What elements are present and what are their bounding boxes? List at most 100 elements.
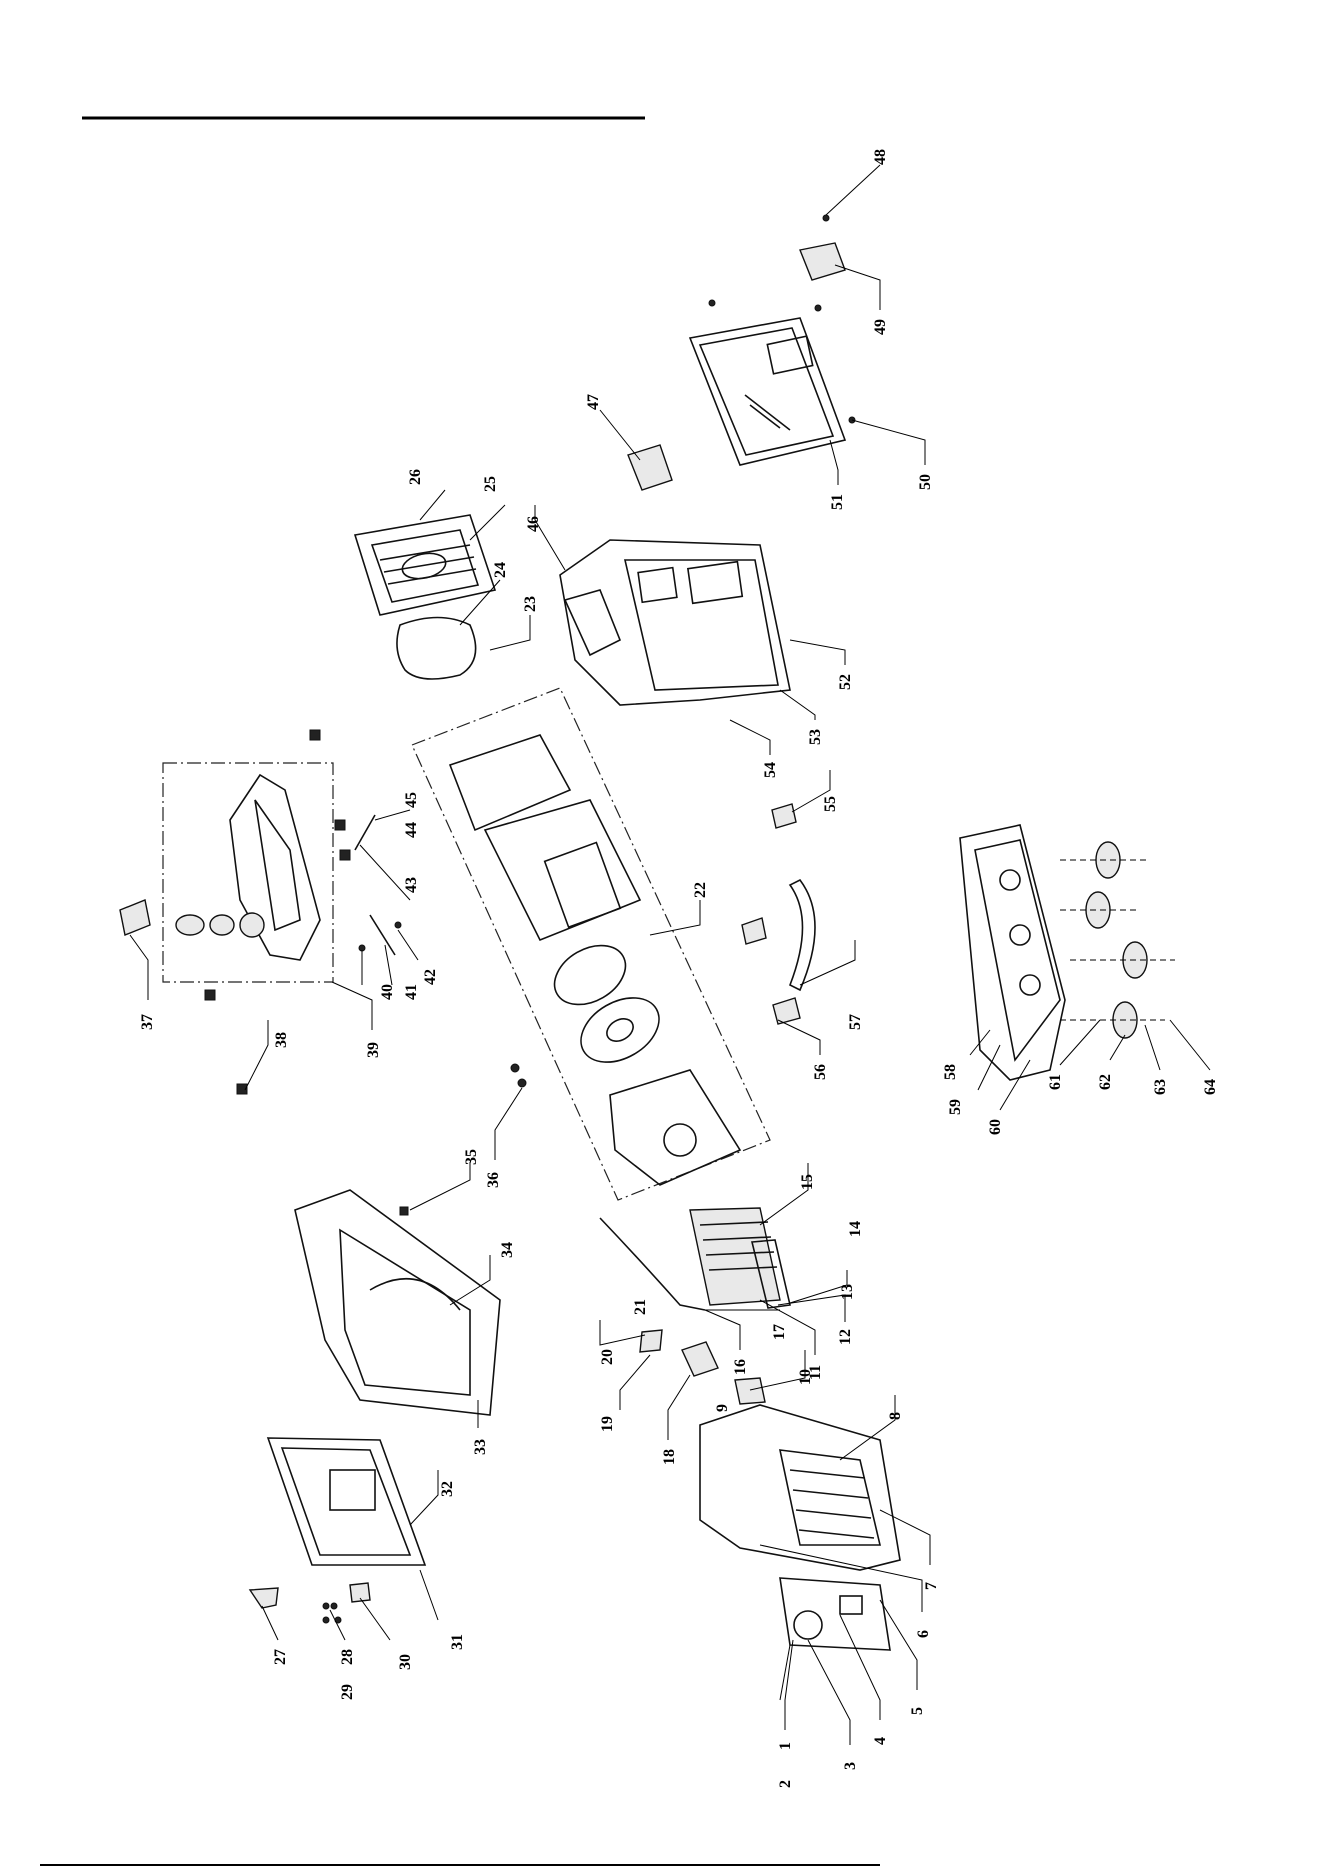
callout-22: 22 (692, 882, 709, 898)
callout-42: 42 (422, 969, 439, 985)
leader-38 (245, 1020, 268, 1090)
tank-clip (335, 820, 345, 830)
inverter-module (690, 1208, 780, 1305)
callout-50: 50 (917, 474, 934, 490)
leader-39 (332, 982, 372, 1030)
control-panel (780, 1578, 890, 1650)
engine-assembly-box (412, 688, 770, 1200)
leader-54 (730, 720, 770, 755)
muffler-gasket (397, 618, 476, 680)
bracket (742, 918, 766, 944)
callout-60: 60 (987, 1119, 1004, 1135)
leader-31 (420, 1570, 438, 1620)
callout-29: 29 (339, 1684, 356, 1700)
leader-35 (410, 1162, 470, 1210)
panel-screw (709, 300, 715, 306)
handle-knob (250, 1588, 278, 1608)
callout-8: 8 (887, 1412, 904, 1420)
callout-57: 57 (847, 1014, 864, 1030)
leader-56 (778, 1020, 820, 1055)
leader-58 (970, 1030, 990, 1055)
callout-25: 25 (482, 476, 499, 492)
cap-screw (823, 215, 829, 221)
leader-21 (600, 1320, 645, 1345)
callout-12: 12 (837, 1329, 854, 1345)
leader-47 (600, 410, 640, 460)
leader-18 (668, 1375, 690, 1440)
callout-28: 28 (339, 1649, 356, 1665)
side-cover-panel-right (690, 318, 845, 465)
muffler-grille-cover (355, 515, 495, 615)
leader-26 (420, 490, 445, 520)
callout-58: 58 (942, 1064, 959, 1080)
engine-nut (511, 1064, 519, 1072)
leader-36 (495, 1088, 522, 1160)
outlet-socket (682, 1342, 718, 1376)
leader-15 (760, 1163, 808, 1225)
callout-46: 46 (525, 516, 542, 532)
small-cover (628, 445, 672, 490)
bracket (772, 804, 796, 828)
callout-17: 17 (771, 1324, 788, 1340)
base-frame (960, 825, 1065, 1080)
washer (323, 1603, 329, 1609)
leader-5 (880, 1600, 917, 1690)
leader-23 (490, 615, 530, 650)
leader-48 (826, 165, 880, 215)
leader-50 (852, 420, 925, 465)
small-box (735, 1378, 765, 1404)
leader-63 (1145, 1025, 1160, 1070)
callout-21: 21 (632, 1299, 649, 1315)
leader-41 (385, 945, 392, 985)
leader-7 (880, 1510, 930, 1565)
leader-22 (650, 900, 700, 935)
tank-clip (310, 730, 320, 740)
callout-4: 4 (872, 1737, 889, 1745)
side-cover-left (268, 1438, 425, 1565)
callout-3: 3 (842, 1762, 859, 1770)
callout-1: 1 (777, 1742, 794, 1750)
callout-30: 30 (397, 1654, 414, 1670)
control-housing (700, 1405, 900, 1570)
leader-16 (705, 1310, 740, 1350)
callout-40: 40 (379, 984, 396, 1000)
panel-screw (815, 305, 821, 311)
leader-57 (800, 940, 855, 985)
leader-60 (1000, 1060, 1030, 1110)
callout-63: 63 (1152, 1079, 1169, 1095)
callout-61: 61 (1047, 1074, 1064, 1090)
callout-9: 9 (714, 1404, 731, 1412)
callout-34: 34 (499, 1242, 516, 1258)
leader-37 (130, 935, 148, 1000)
callout-35: 35 (463, 1149, 480, 1165)
callout-48: 48 (872, 149, 889, 165)
tank-clip (340, 850, 350, 860)
washer (331, 1603, 337, 1609)
fuel-neck (240, 913, 264, 937)
leader-3 (808, 1640, 850, 1745)
access-cap (800, 243, 845, 280)
callout-19: 19 (599, 1416, 616, 1432)
leader-1 (785, 1640, 793, 1730)
callout-18: 18 (661, 1449, 678, 1465)
callout-20: 20 (599, 1349, 616, 1365)
harness-cable (600, 1218, 705, 1310)
rubber-foot (1086, 892, 1110, 928)
callout-54: 54 (762, 762, 779, 778)
leader-45 (375, 810, 410, 820)
callout-43: 43 (403, 877, 420, 893)
engine-nut (518, 1079, 526, 1087)
callout-33: 33 (472, 1439, 489, 1455)
callouts: 1 2 3 4 5 6 7 8 9 10 11 12 13 14 15 16 1… (130, 149, 1219, 1788)
callout-15: 15 (799, 1174, 816, 1190)
fuel-hose (370, 915, 395, 955)
callout-59: 59 (947, 1099, 964, 1115)
callout-32: 32 (439, 1481, 456, 1497)
wire-clip (640, 1330, 662, 1352)
callout-44: 44 (403, 822, 420, 838)
callout-27: 27 (272, 1649, 289, 1665)
washer (323, 1617, 329, 1623)
leader-27 (262, 1606, 278, 1640)
callout-52: 52 (837, 674, 854, 690)
